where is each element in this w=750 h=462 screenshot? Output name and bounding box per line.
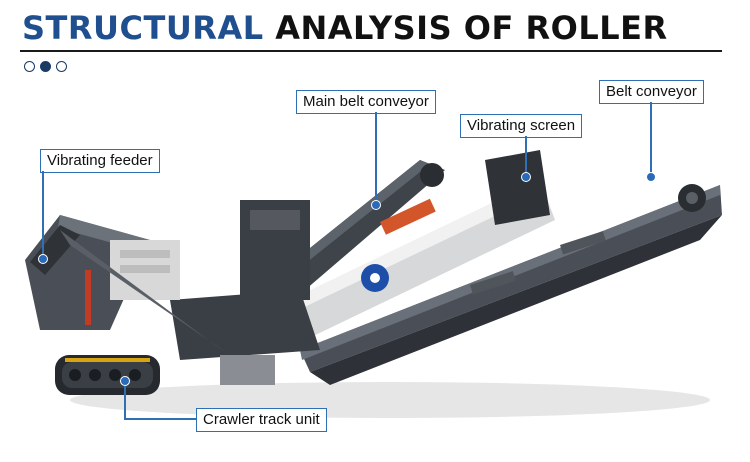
- chassis: [170, 290, 320, 360]
- page-title: STRUCTURAL ANALYSIS OF ROLLER: [22, 8, 668, 48]
- leader-crawler-track-unit-horizontal: [124, 418, 196, 420]
- leader-vibrating-feeder: [42, 171, 44, 256]
- discharge-chute: [220, 355, 275, 385]
- vibrating-screen-hydraulic: [380, 198, 436, 235]
- leader-main-belt-conveyor: [375, 112, 377, 204]
- leader-belt-conveyor: [650, 102, 652, 174]
- page-title-accent: STRUCTURAL: [22, 9, 264, 47]
- ground-shadow: [70, 382, 710, 418]
- leader-vibrating-screen: [525, 136, 527, 176]
- belt-conveyor-underside: [310, 215, 722, 385]
- callout-vibrating-screen: Vibrating screen: [460, 114, 583, 138]
- pin-crawler-track-unit: [120, 376, 130, 386]
- vibrating-screen-chute: [485, 150, 550, 225]
- callout-vibrating-feeder: Vibrating feeder: [40, 149, 160, 173]
- pagination-dots: [24, 61, 67, 72]
- pin-belt-conveyor: [646, 172, 656, 182]
- callout-belt-conveyor-label: Belt conveyor: [606, 83, 697, 100]
- callout-crawler-track-unit: Crawler track unit: [196, 408, 327, 432]
- vibrating-screen-body: [290, 180, 555, 340]
- callout-main-belt-conveyor: Main belt conveyor: [296, 90, 436, 114]
- callout-vibrating-feeder-label: Vibrating feeder: [47, 152, 153, 169]
- callout-vibrating-screen-label: Vibrating screen: [467, 117, 576, 134]
- callout-main-belt-conveyor-label: Main belt conveyor: [303, 93, 429, 110]
- pin-main-belt-conveyor: [371, 200, 381, 210]
- page-title-rest: ANALYSIS OF ROLLER: [275, 9, 668, 47]
- pin-vibrating-feeder: [38, 254, 48, 264]
- pagination-dot-3[interactable]: [56, 61, 67, 72]
- callout-crawler-track-unit-label: Crawler track unit: [203, 411, 320, 428]
- leader-crawler-track-unit-vertical: [124, 382, 126, 419]
- pagination-dot-1[interactable]: [24, 61, 35, 72]
- title-divider: [20, 50, 722, 52]
- pin-vibrating-screen: [521, 172, 531, 182]
- callout-belt-conveyor: Belt conveyor: [599, 80, 704, 104]
- pagination-dot-2[interactable]: [40, 61, 51, 72]
